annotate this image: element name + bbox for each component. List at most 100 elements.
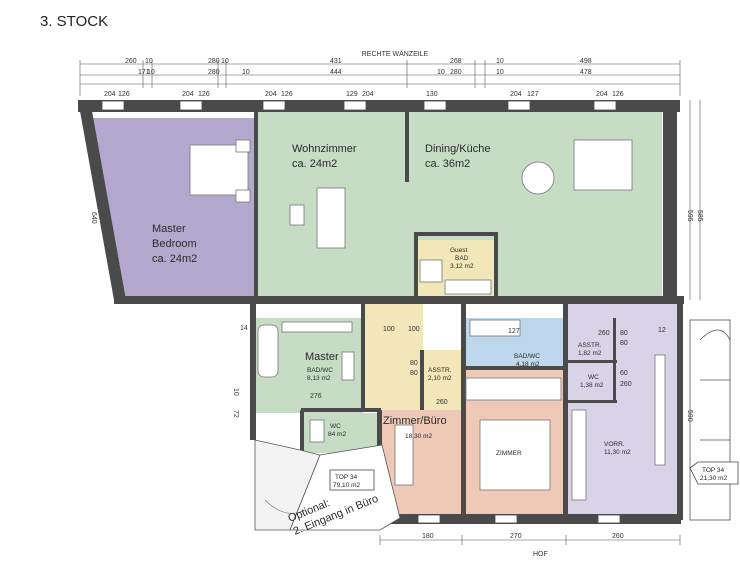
win-dim-11: 127 (527, 91, 539, 98)
label-zimmer-buero-2: 18,30 m2 (405, 433, 432, 440)
win-dim-2: 126 (118, 91, 130, 98)
label-master-bedroom-2: Bedroom (152, 238, 197, 250)
label-asstr-right-1: ASSTR. (578, 342, 602, 349)
svg-text:60: 60 (620, 370, 628, 377)
top34-tags: TOP 34 79,10 m2 TOP 34 21,30 m2 (329, 461, 739, 491)
label-wc-right-1: WC (588, 374, 599, 381)
win-dim-4: 126 (198, 91, 210, 98)
label-badwc-mid-2: 4,18 m2 (516, 361, 540, 368)
svg-text:80: 80 (410, 370, 418, 377)
dim-top-r2-9: 478 (580, 69, 592, 76)
win-dim-3: 204 (182, 91, 194, 98)
win-dim-12: 204 (596, 91, 608, 98)
window-markers (101, 100, 621, 524)
svg-text:80: 80 (620, 340, 628, 347)
living-dining-area (256, 112, 662, 298)
dim-right-3: 590 (686, 410, 693, 422)
dim-left-1: 640 (90, 212, 97, 224)
dim-top-8: 498 (580, 58, 592, 65)
dim-left-2: 14 (240, 325, 248, 332)
misc-dims: 100 100 80 80 80 80 60 260 260 276 260 1… (310, 326, 666, 406)
win-dim-7: 129 (346, 91, 358, 98)
win-dim-5: 204 (265, 91, 277, 98)
label-zimmer-buero-1: Zimmer/Büro (383, 415, 447, 427)
dim-top-r2-8: 10 (496, 69, 504, 76)
dim-bottom-2: 270 (510, 533, 522, 540)
top34-right-2: 21,30 m2 (700, 475, 727, 482)
dimension-lines-right (689, 100, 701, 300)
svg-text:276: 276 (310, 393, 322, 400)
courtyard-label: HOF (533, 551, 548, 558)
label-vorr-2: 11,30 m2 (604, 449, 631, 456)
hallway-area (363, 300, 423, 410)
label-dining-1: Dining/Küche (425, 143, 490, 155)
svg-text:260: 260 (620, 381, 632, 388)
dimension-lines-top (79, 60, 681, 96)
label-wc-left-1: WC (330, 423, 341, 430)
dim-top-r2-4: 10 (242, 69, 250, 76)
label-dining-2: ca. 36m2 (425, 158, 470, 170)
asstr-left-area (423, 350, 463, 410)
win-dim-13: 126 (612, 91, 624, 98)
dim-top-r2-5: 444 (330, 69, 342, 76)
dim-top-r2-7: 280 (450, 69, 462, 76)
dim-left-3: 72 (232, 410, 239, 418)
win-dim-6: 126 (281, 91, 293, 98)
dim-right-1: 595 (686, 210, 693, 222)
dim-top-5: 431 (330, 58, 342, 65)
dim-top-4: 10 (221, 58, 229, 65)
dim-bottom-3: 260 (612, 533, 624, 540)
room-labels: Master Bedroom ca. 24m2 Wohnzimmer ca. 2… (152, 143, 631, 457)
kitchen-sofa-icon (573, 139, 633, 191)
dim-top-r2-3: 280 (208, 69, 220, 76)
label-master-bedroom-3: ca. 24m2 (152, 253, 197, 265)
label-guest-3: 3.12 m2 (450, 263, 474, 270)
svg-text:80: 80 (410, 360, 418, 367)
label-guest-2: BAD (455, 255, 469, 262)
label-asstr-right-2: 1,82 m2 (578, 350, 602, 357)
label-wohnzimmer-1: Wohnzimmer (292, 143, 357, 155)
dim-top-3: 280 (208, 58, 220, 65)
win-dim-9: 130 (426, 91, 438, 98)
svg-text:260: 260 (436, 399, 448, 406)
label-master-bad-3: 8,13 m2 (307, 375, 331, 382)
top34-right-1: TOP 34 (702, 467, 725, 474)
svg-text:100: 100 (383, 326, 395, 333)
dim-top-7: 10 (496, 58, 504, 65)
dim-left-4: 10 (232, 388, 239, 396)
dimension-lines-bottom (379, 535, 681, 545)
svg-text:127: 127 (508, 328, 520, 335)
dim-top-2: 10 (145, 58, 153, 65)
win-dim-10: 204 (510, 91, 522, 98)
bed-icon (189, 144, 249, 196)
label-master-bad-2: BAD/WC (307, 367, 333, 374)
svg-text:260: 260 (598, 330, 610, 337)
window-dims: 204 126 204 126 204 126 129 204 130 204 … (104, 91, 624, 98)
label-wc-right-2: 1,38 m2 (580, 382, 604, 389)
dim-bottom-1: 180 (422, 533, 434, 540)
floor-title: 3. STOCK (40, 13, 109, 30)
double-bed-icon (479, 419, 551, 491)
bathtub-icon (257, 324, 279, 378)
furniture (189, 139, 666, 501)
street-label: RECHTE WÄNZEILE (362, 50, 429, 58)
label-vorr-1: VORR. (604, 441, 625, 448)
dim-top-r2-6: 10 (437, 69, 445, 76)
label-master-bedroom-1: Master (152, 223, 186, 235)
sink-icon (444, 279, 492, 295)
svg-text:12: 12 (658, 327, 666, 334)
label-badwc-mid-1: BAD/WC (514, 353, 540, 360)
label-zimmer: ZIMMER (496, 450, 522, 457)
dim-top-1: 260 (125, 58, 137, 65)
dim-top-6: 268 (450, 58, 462, 65)
top34-left-2: 79,10 m2 (333, 482, 360, 489)
svg-text:80: 80 (620, 330, 628, 337)
label-wohnzimmer-2: ca. 24m2 (292, 158, 337, 170)
top34-left-1: TOP 34 (335, 474, 358, 481)
dim-right-2: 585 (696, 210, 703, 222)
svg-text:100: 100 (408, 326, 420, 333)
label-master-bad-1: Master (305, 351, 339, 363)
win-dim-1: 204 (104, 91, 116, 98)
outdoor-right (689, 319, 731, 521)
